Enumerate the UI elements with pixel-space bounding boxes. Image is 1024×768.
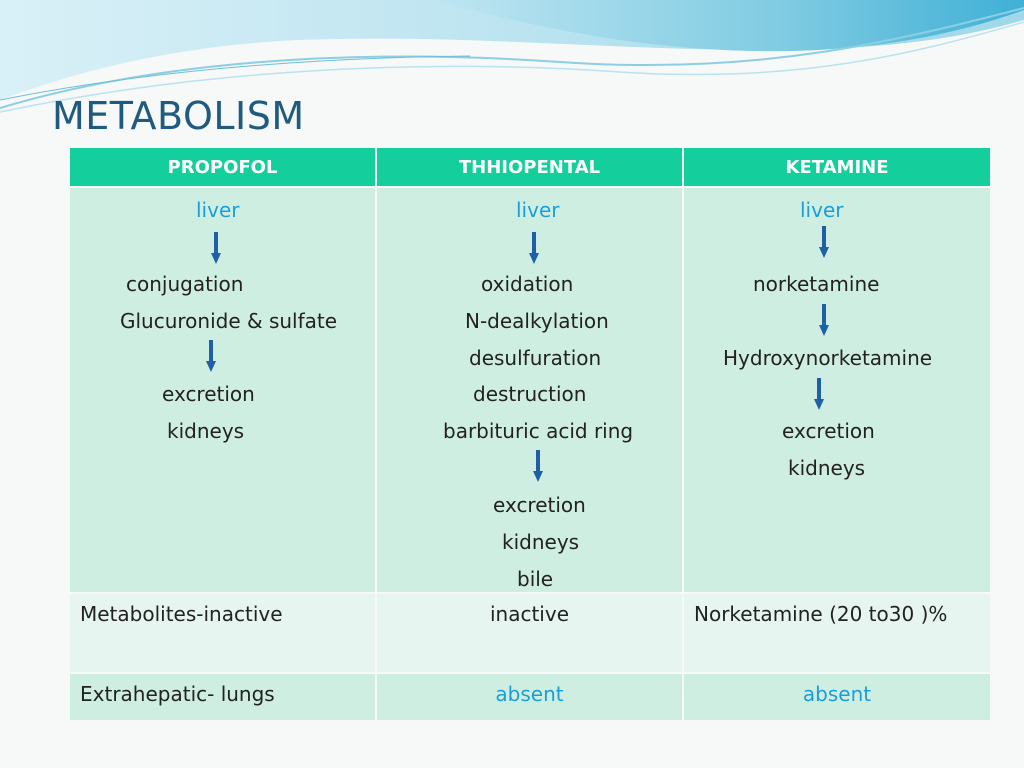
thiopental-step: barbituric acid ring (443, 419, 634, 443)
ketamine-step: kidneys (788, 456, 866, 480)
pathway-row: liver conjugation Glucuronide & sulfate … (70, 188, 990, 592)
thiopental-step: oxidation (481, 272, 574, 296)
down-arrow-icon (814, 378, 824, 410)
propofol-step: excretion (162, 382, 255, 406)
down-arrow-icon (211, 232, 221, 264)
ketamine-step: Hydroxynorketamine (723, 346, 933, 370)
thiopental-site: liver (516, 198, 560, 222)
propofol-site: liver (196, 198, 240, 222)
extrahepatic-label: Extrahepatic- lungs (70, 674, 375, 720)
thiopental-step: N-dealkylation (465, 309, 609, 333)
down-arrow-icon (533, 450, 543, 482)
thiopental-extrahepatic: absent (377, 674, 682, 720)
propofol-step: conjugation (126, 272, 244, 296)
thiopental-pathway-cell: liver oxidation N-dealkylation desulfura… (377, 188, 682, 592)
metabolites-label: Metabolites-inactive (70, 594, 375, 672)
ketamine-extrahepatic: absent (684, 674, 990, 720)
table-header-row: PROPOFOL THHIOPENTAL KETAMINE (70, 148, 990, 186)
thiopental-step: destruction (473, 382, 587, 406)
ketamine-step: excretion (782, 419, 875, 443)
header-ketamine: KETAMINE (684, 148, 990, 186)
thiopental-step: excretion (493, 493, 586, 517)
thiopental-step: kidneys (502, 530, 580, 554)
propofol-step: kidneys (167, 419, 245, 443)
ketamine-pathway-cell: liver norketamine Hydroxynorketamine exc… (684, 188, 990, 592)
down-arrow-icon (529, 232, 539, 264)
ketamine-step: norketamine (753, 272, 880, 296)
down-arrow-icon (206, 340, 216, 372)
thiopental-step: desulfuration (469, 346, 602, 370)
propofol-step: Glucuronide & sulfate (120, 309, 338, 333)
down-arrow-icon (819, 226, 829, 258)
header-thiopental: THHIOPENTAL (377, 148, 682, 186)
down-arrow-icon (819, 304, 829, 336)
header-wave-decoration (0, 0, 1024, 113)
thiopental-step: bile (517, 567, 554, 591)
propofol-pathway-cell: liver conjugation Glucuronide & sulfate … (70, 188, 375, 592)
ketamine-metabolites: Norketamine (20 to30 )% (684, 594, 990, 672)
ketamine-site: liver (800, 198, 844, 222)
slide-title: METABOLISM (52, 94, 305, 138)
header-propofol: PROPOFOL (70, 148, 375, 186)
metabolites-row: Metabolites-inactive inactive Norketamin… (70, 594, 990, 672)
extrahepatic-row: Extrahepatic- lungs absent absent (70, 674, 990, 720)
thiopental-metabolites: inactive (377, 594, 682, 672)
metabolism-table: PROPOFOL THHIOPENTAL KETAMINE liver conj… (68, 146, 992, 722)
